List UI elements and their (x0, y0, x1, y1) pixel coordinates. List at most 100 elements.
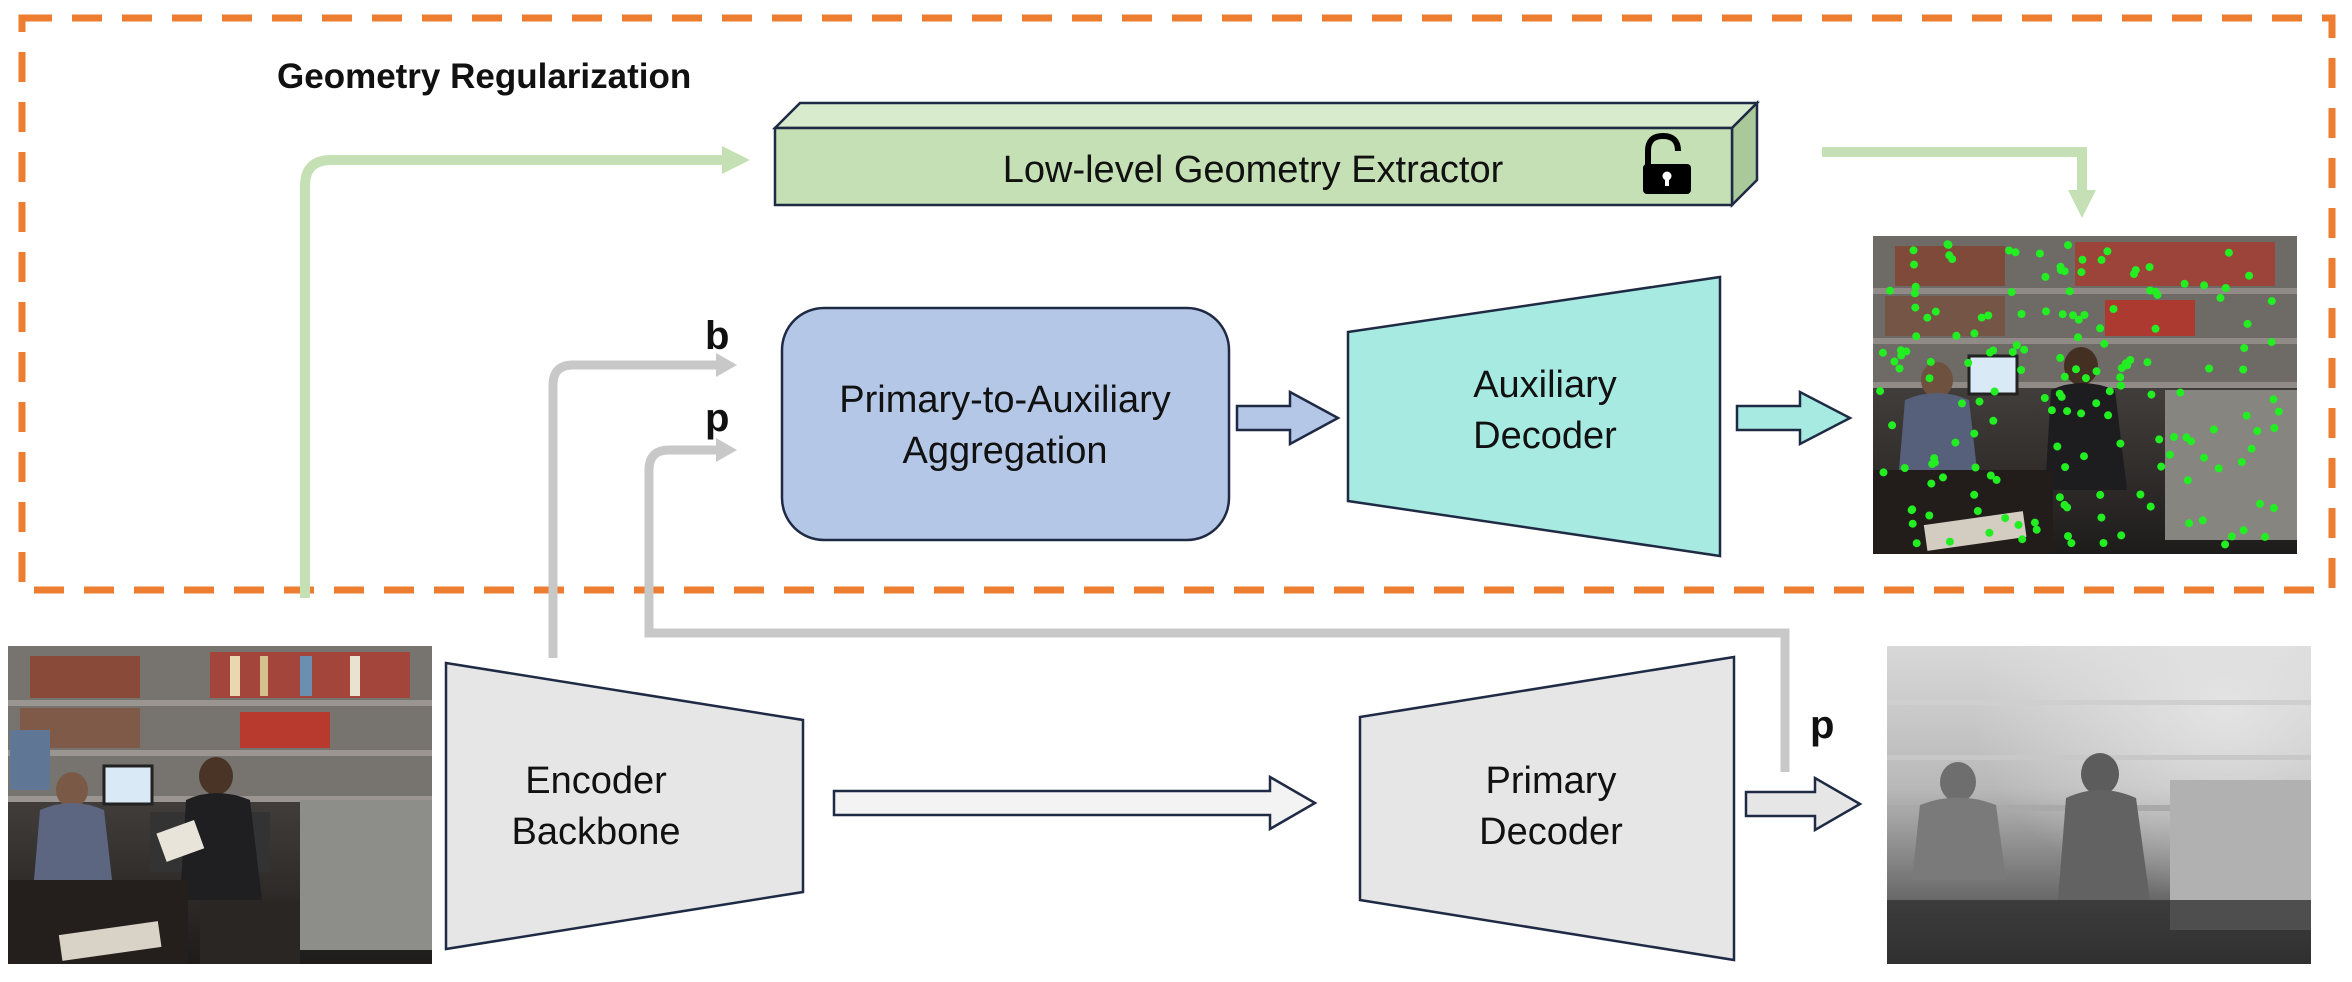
keypoint-dot (2200, 453, 2208, 462)
keypoint-dot (1926, 357, 1935, 366)
green-arrow-head-extractor (722, 146, 750, 174)
keypoint-dot (2074, 315, 2083, 324)
keypoint-dot (2245, 271, 2254, 280)
keypoint-dot (2047, 406, 2056, 415)
keypoint-markers (1876, 240, 2283, 549)
keypoint-dot (2096, 490, 2105, 499)
keypoint-dot (1971, 463, 1980, 472)
keypoint-dot (1945, 537, 1954, 546)
keypoint-dot (2020, 345, 2029, 354)
encoder-label-line1: Encoder (525, 760, 667, 802)
aux-decoder-label-line1: Auxiliary (1473, 364, 1617, 406)
p-feature-label-aux: p (705, 396, 729, 440)
keypoint-dot (2116, 439, 2125, 448)
keypoint-dot (1888, 421, 1897, 430)
keypoint-dot (2069, 311, 2077, 320)
keypoint-dot (2099, 539, 2108, 547)
keypoint-dot (2269, 395, 2278, 404)
keypoint-dot (2097, 513, 2106, 522)
keypoint-dot (2042, 307, 2050, 316)
keypoint-dot (2078, 255, 2087, 264)
keypoint-dot (2060, 500, 2069, 509)
keypoint-dot (1907, 506, 1916, 515)
keypoint-dot (1923, 313, 1932, 322)
b-feature-arrow (548, 360, 718, 658)
keypoint-dot (1910, 289, 1919, 298)
keypoint-dot (2239, 365, 2248, 374)
keypoint-dot (2063, 407, 2072, 416)
keypoint-dot (1951, 438, 1960, 447)
keypoint-dot (1964, 358, 1973, 367)
keypoint-dot (1977, 313, 1986, 322)
keypoint-dot (2205, 364, 2214, 373)
keypoint-dot (2055, 493, 2064, 502)
keypoint-dot (1925, 374, 1934, 383)
keypoint-dot (2242, 411, 2251, 420)
keypoint-dot (1879, 468, 1888, 477)
keypoint-dot (2253, 427, 2262, 435)
keypoint-dot (2096, 324, 2105, 333)
keypoint-dot (2040, 394, 2049, 402)
keypoint-dot (2077, 409, 2086, 418)
auxiliary-decoder-box (1346, 275, 1722, 558)
keypoint-dot (2117, 531, 2126, 540)
keypoint-dot (2072, 365, 2080, 374)
green-arrow-to-extractor (300, 155, 725, 598)
keypoint-dot (2176, 388, 2185, 397)
keypoint-dot (2065, 287, 2074, 296)
p-feature-label-out: p (1810, 703, 1834, 747)
green-arrow-head-keypoints (2068, 190, 2096, 218)
keypoint-dot (1970, 329, 1979, 338)
keypoint-dot (2157, 462, 2166, 471)
keypoint-dot (2061, 463, 2070, 472)
keypoint-dot (2080, 452, 2088, 461)
arrow-primary-decoder-to-depth (1744, 775, 1863, 833)
keypoint-dot (1912, 539, 1921, 548)
keypoint-dot (2198, 516, 2207, 525)
arrow-encoder-to-primary-decoder (832, 774, 1318, 832)
keypoint-dot (2001, 514, 2010, 523)
keypoint-dot (2097, 255, 2106, 264)
keypoint-dot (2035, 249, 2044, 258)
primary-decoder-label-line2: Decoder (1479, 811, 1623, 853)
keypoint-dot (1930, 454, 1939, 463)
keypoint-dot (2185, 519, 2194, 528)
b-feature-arrow-head (716, 353, 737, 377)
keypoint-dot (1970, 429, 1979, 438)
keypoint-dot (1944, 240, 1953, 249)
keypoint-dot (2105, 387, 2114, 396)
keypoint-dot (1989, 416, 1998, 425)
keypoint-dot (2247, 444, 2256, 453)
keypoint-dot (1886, 286, 1894, 295)
keypoint-dot (2267, 297, 2276, 306)
keypoint-dot (2224, 248, 2233, 257)
keypoint-dot (2014, 520, 2023, 529)
keypoint-dot (2146, 502, 2155, 511)
keypoint-dot (2018, 535, 2027, 544)
primary-decoder-box (1358, 655, 1736, 962)
input-rgb-photo (8, 646, 432, 964)
keypoint-dot (1910, 260, 1918, 269)
keypoint-dot (1931, 307, 1940, 316)
arrow-aux-decoder-to-keypoints (1735, 389, 1853, 447)
keypoint-dot (1878, 348, 1887, 357)
keypoint-dot (2221, 540, 2230, 549)
keypoint-dot (2165, 450, 2174, 459)
keypoint-dot (1939, 473, 1947, 482)
keypoint-dot (2200, 281, 2209, 290)
keypoint-dot (1990, 387, 1999, 396)
keypoint-dot (2056, 266, 2065, 274)
keypoint-dot (2151, 324, 2160, 333)
aggregation-label-line1: Primary-to-Auxiliary (839, 379, 1170, 421)
geometry-regularization-region (18, 14, 2336, 594)
p-feature-arrow (644, 445, 1790, 772)
keypoint-dot (2221, 284, 2230, 292)
keypoint-dot (1970, 490, 1979, 499)
keypoint-dot (2017, 310, 2026, 318)
keypoint-dot (2053, 442, 2062, 451)
keypoint-dot (2081, 374, 2090, 383)
keypoint-dot (2100, 339, 2109, 348)
keypoint-dot (2103, 247, 2112, 256)
keypoint-dot (2116, 373, 2125, 382)
